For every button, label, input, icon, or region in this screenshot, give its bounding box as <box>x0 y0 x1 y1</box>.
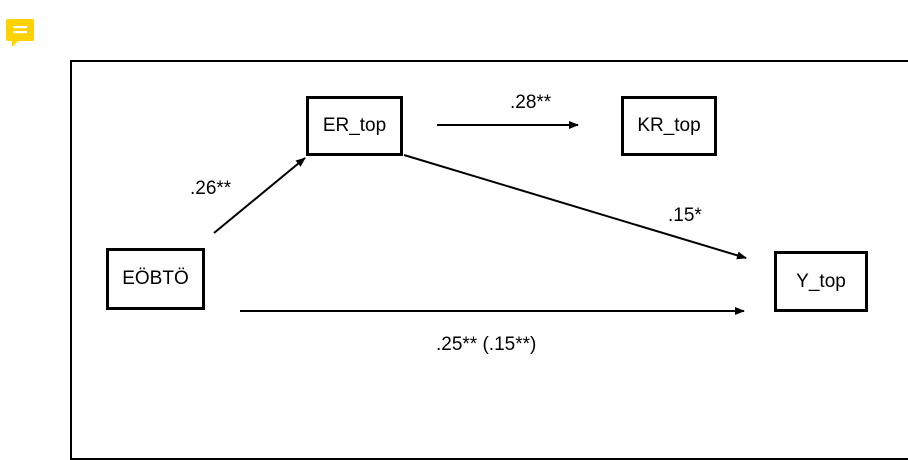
node-eobto: EÖBTÖ <box>106 248 205 310</box>
path-arrows <box>213 121 747 315</box>
coef-eobto-to-er: .26** <box>190 178 232 199</box>
node-er-top: ER_top <box>306 96 403 156</box>
coef-er-to-kr: .28** <box>510 92 552 113</box>
node-y-top: Y_top <box>774 251 868 312</box>
node-kr-top: KR_top <box>621 96 717 156</box>
arrow-er-to-y <box>403 154 747 260</box>
arrow-eobto-to-er <box>213 157 306 234</box>
coef-er-to-y: .15* <box>668 205 702 226</box>
coef-eobto-to-y: .25** (.15**) <box>436 334 537 355</box>
comment-icon[interactable] <box>4 17 36 49</box>
